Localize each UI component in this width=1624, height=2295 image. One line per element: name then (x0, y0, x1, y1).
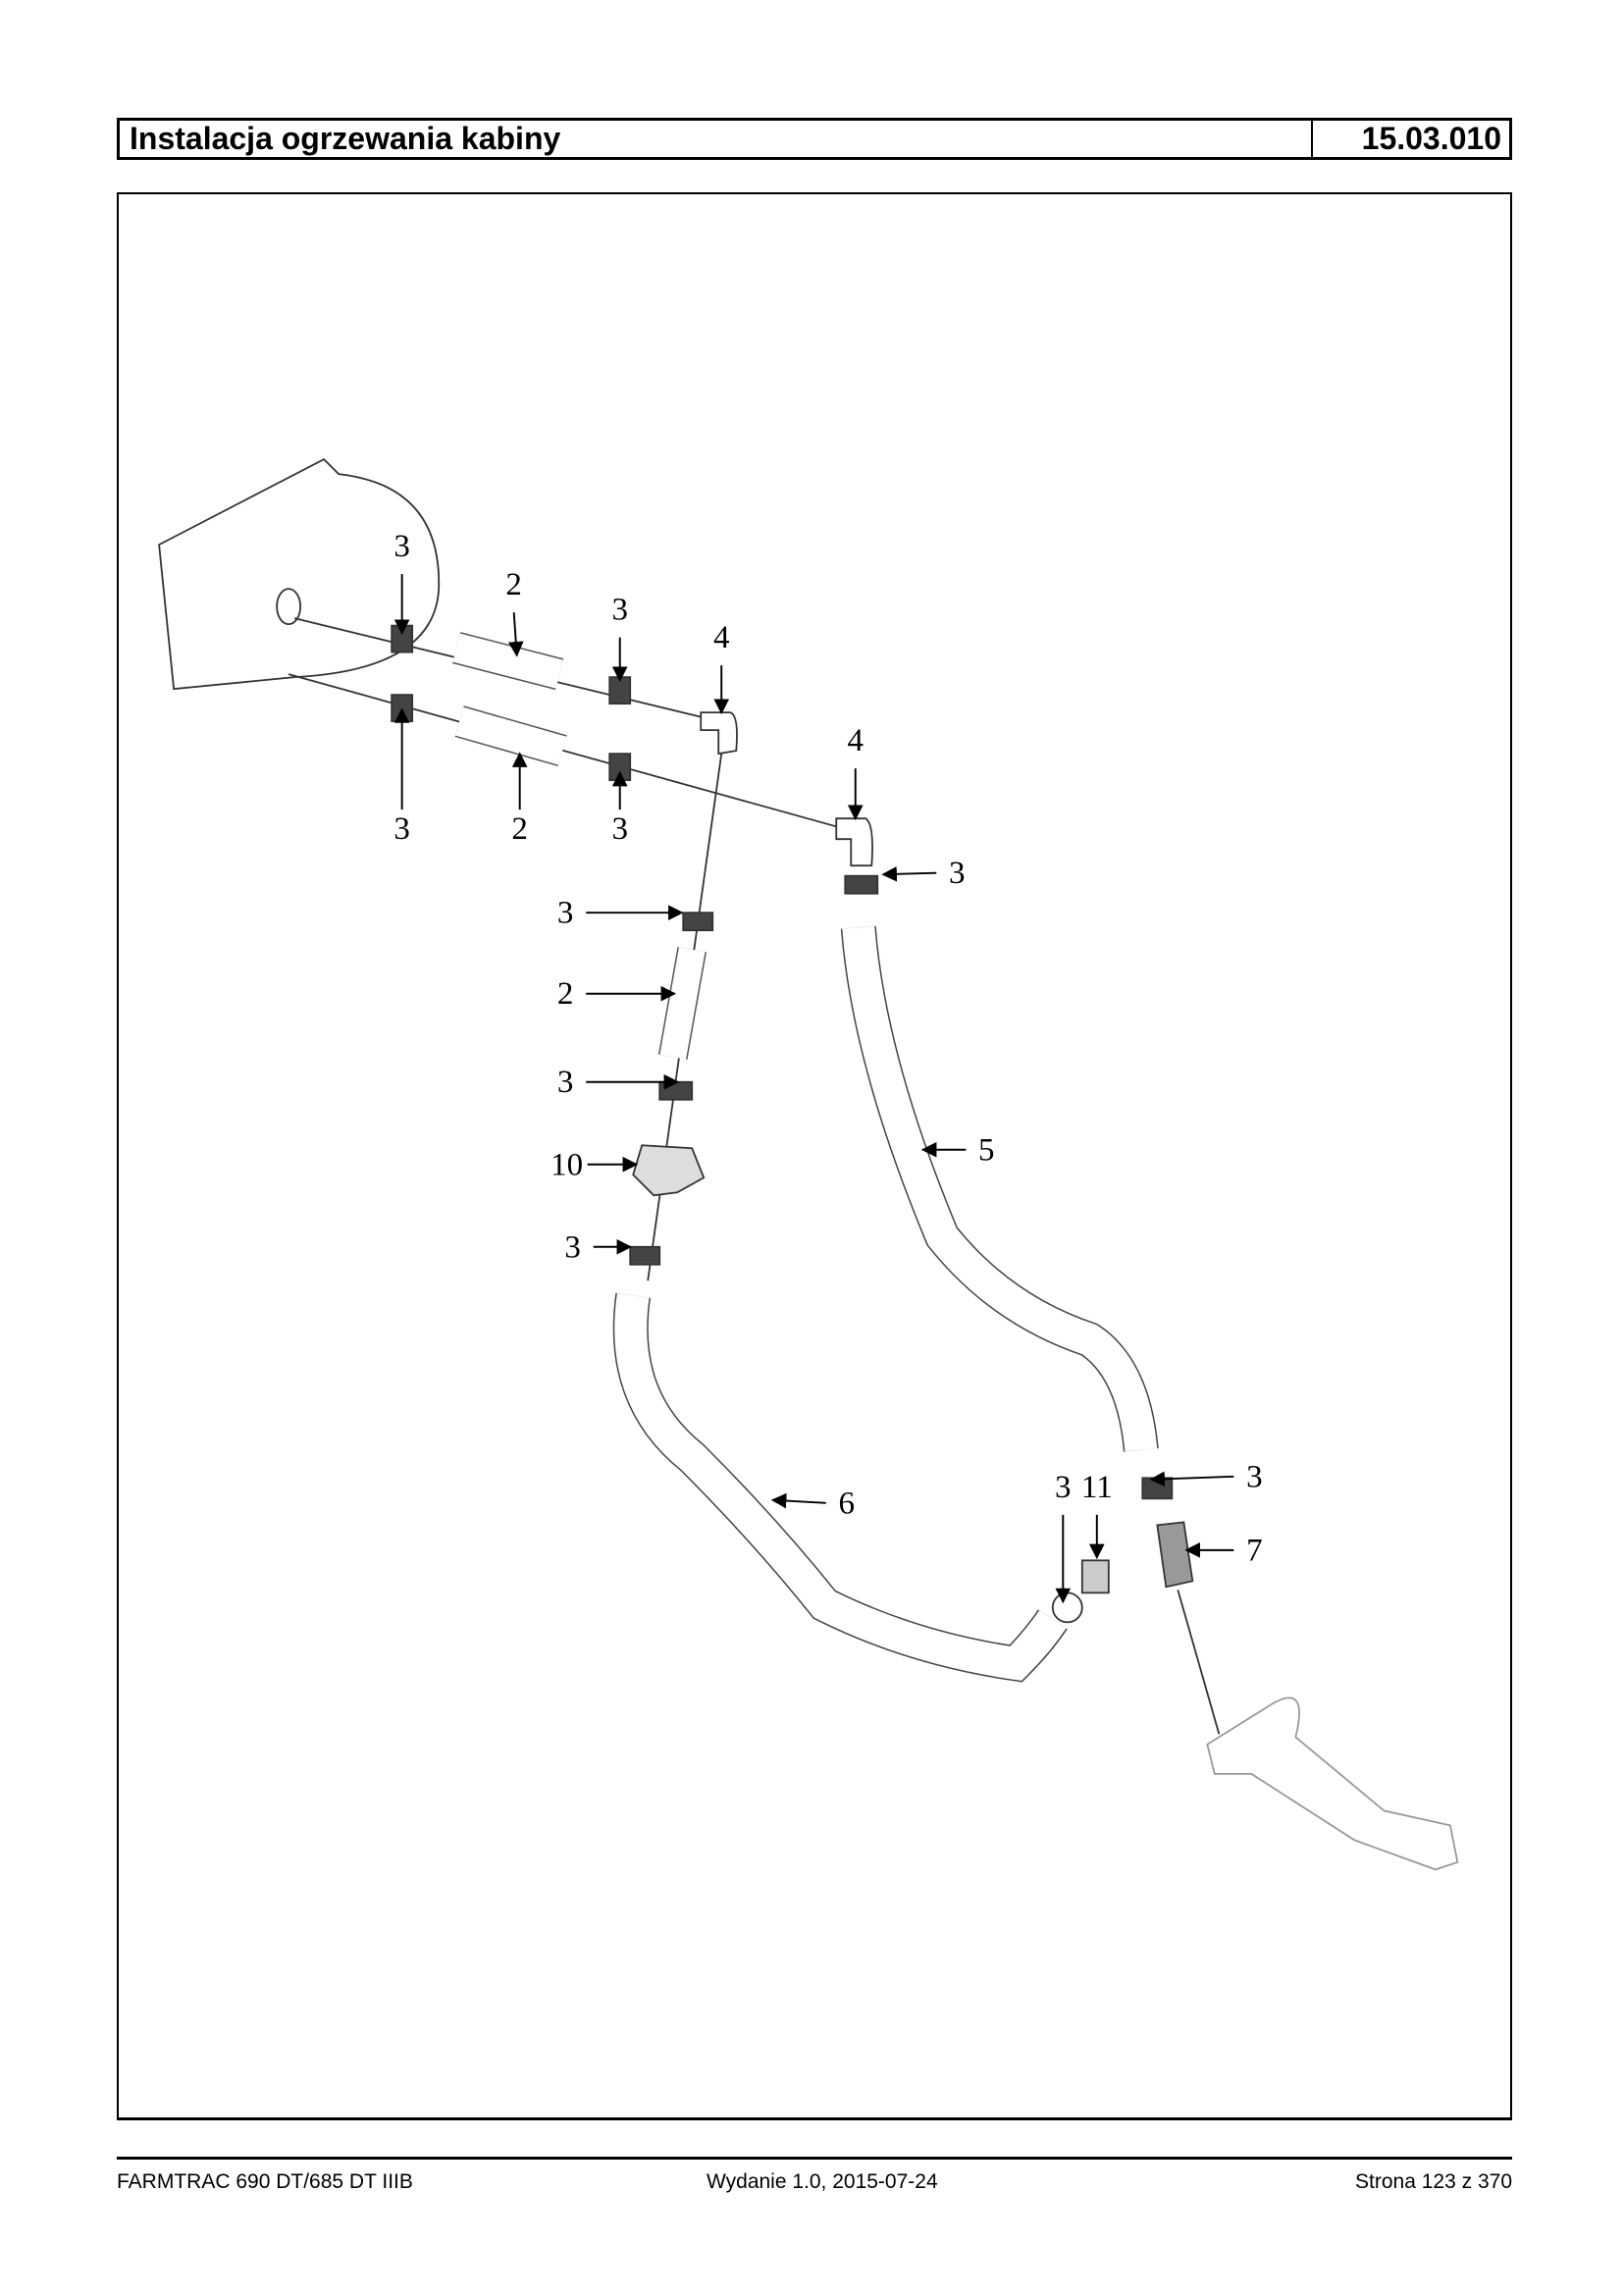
diagram-frame (117, 192, 1512, 2120)
page-title: Instalacja ogrzewania kabiny (120, 121, 1313, 157)
elbow-4-right (835, 817, 873, 867)
callout-label: 7 (1246, 1533, 1263, 1568)
callout-label: 3 (1055, 1470, 1071, 1505)
fitting-7 (1156, 1521, 1194, 1589)
callout-label: 2 (505, 567, 522, 602)
valve-10 (632, 1144, 706, 1197)
callout-label: 4 (713, 620, 730, 655)
callout-arrow (881, 866, 937, 882)
callout-label: 3 (557, 896, 574, 931)
callout-label: 10 (550, 1147, 583, 1182)
callout-arrow (1149, 1471, 1234, 1487)
callout-label: 3 (1246, 1459, 1263, 1494)
callout-label: 6 (839, 1486, 855, 1521)
callout-label: 4 (848, 723, 864, 758)
callout-label: 2 (557, 976, 574, 1012)
section-code: 15.03.010 (1361, 121, 1501, 156)
coolant-pipe (1206, 1696, 1459, 1871)
callout-label: 3 (949, 856, 965, 891)
footer-rule (117, 2157, 1512, 2160)
elbow-4-top (700, 711, 738, 756)
callout-label: 3 (393, 529, 410, 564)
callout-arrow (507, 612, 524, 657)
callout-label: 2 (511, 811, 528, 847)
callout-label: 11 (1081, 1470, 1113, 1505)
callout-label: 3 (564, 1229, 581, 1265)
callout-label: 5 (978, 1132, 995, 1168)
footer-model: FARMTRAC 690 DT/685 DT IIIB (117, 2170, 413, 2193)
footer-edition: Wydanie 1.0, 2015-07-24 (707, 2170, 938, 2193)
callout-arrow (770, 1492, 826, 1509)
hose-5 (840, 925, 1159, 1452)
callout-label: 3 (557, 1065, 574, 1100)
callout-label: 3 (611, 811, 628, 847)
callout-label: 3 (611, 593, 628, 628)
page-header: Instalacja ogrzewania kabiny 15.03.010 (117, 118, 1512, 160)
footer-page-number: Strona 123 z 370 (1355, 2170, 1512, 2193)
callout-label: 3 (393, 811, 410, 847)
heater-housing (158, 457, 441, 691)
